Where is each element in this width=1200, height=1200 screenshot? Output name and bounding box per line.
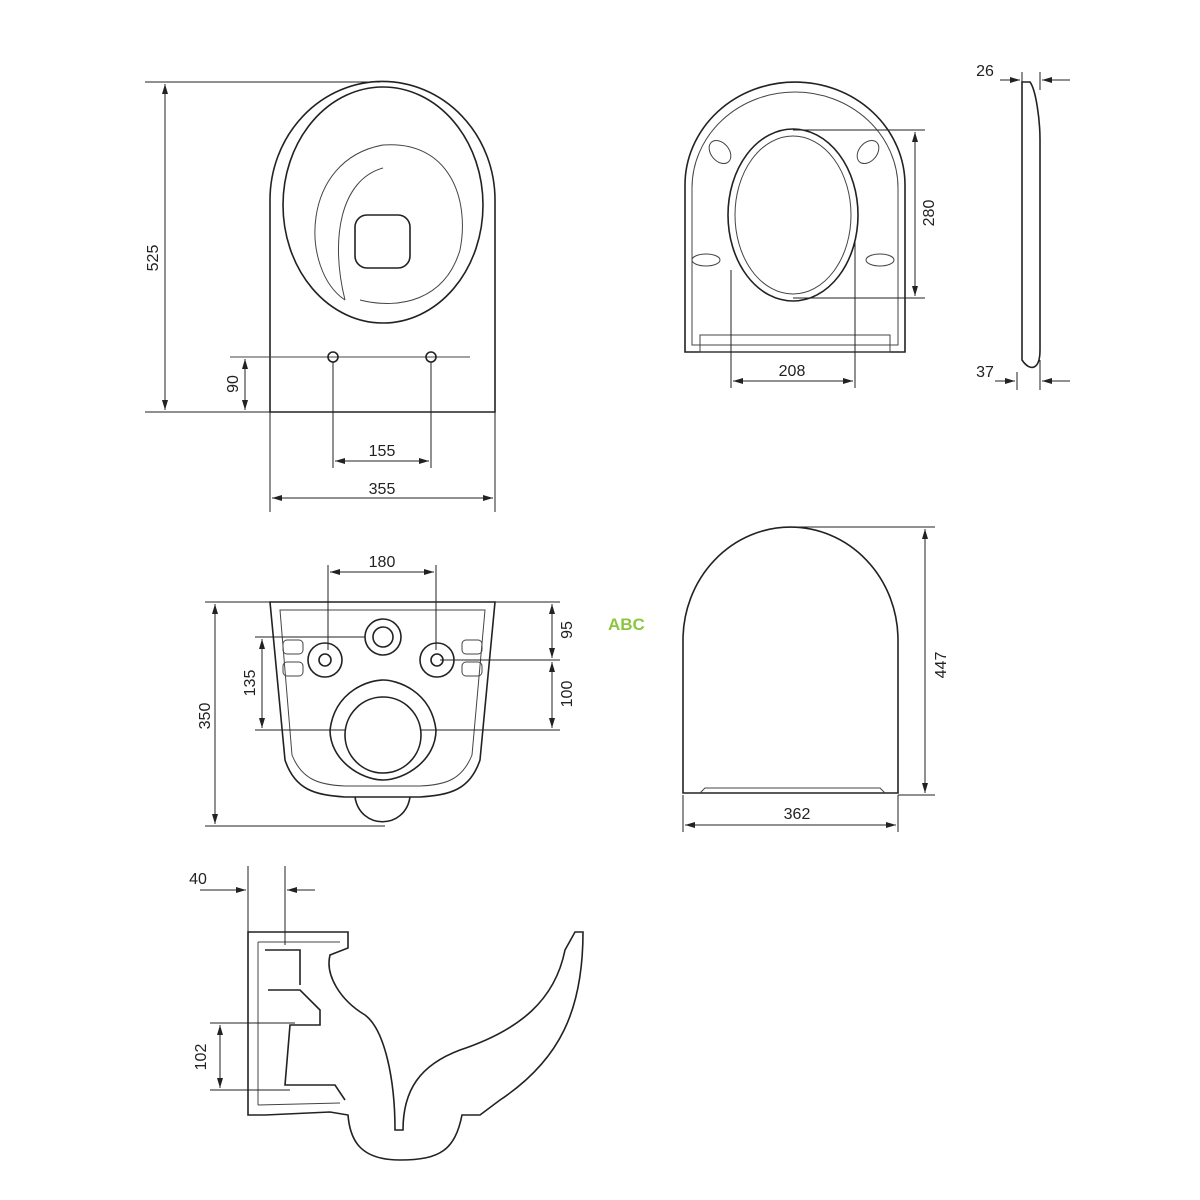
lid-view: 447 362 — [682, 526, 950, 832]
top-view: 525 90 155 355 — [145, 80, 496, 512]
dim-37: 37 — [976, 364, 994, 381]
dim-26: 26 — [976, 63, 994, 80]
dim-280: 280 — [921, 200, 938, 227]
dim-525: 525 — [145, 245, 162, 272]
dim-362: 362 — [784, 806, 811, 823]
bottom-view: 180 350 135 95 100 ABC — [197, 554, 645, 827]
dim-100: 100 — [559, 681, 576, 708]
dim-155: 155 — [369, 443, 396, 460]
seat-view: 280 208 — [684, 81, 938, 388]
dim-180: 180 — [369, 554, 396, 571]
dim-40: 40 — [189, 871, 207, 888]
dim-350: 350 — [197, 703, 214, 730]
dim-95: 95 — [559, 621, 576, 639]
dim-355: 355 — [369, 481, 396, 498]
dim-135: 135 — [242, 670, 259, 697]
dim-447: 447 — [933, 652, 950, 679]
seat-side-view: 26 37 — [976, 63, 1070, 390]
side-section-view: 40 102 — [189, 866, 584, 1161]
dim-90: 90 — [225, 375, 242, 393]
watermark: ABC — [608, 615, 645, 634]
dim-102: 102 — [193, 1044, 210, 1071]
dim-208: 208 — [779, 363, 806, 380]
